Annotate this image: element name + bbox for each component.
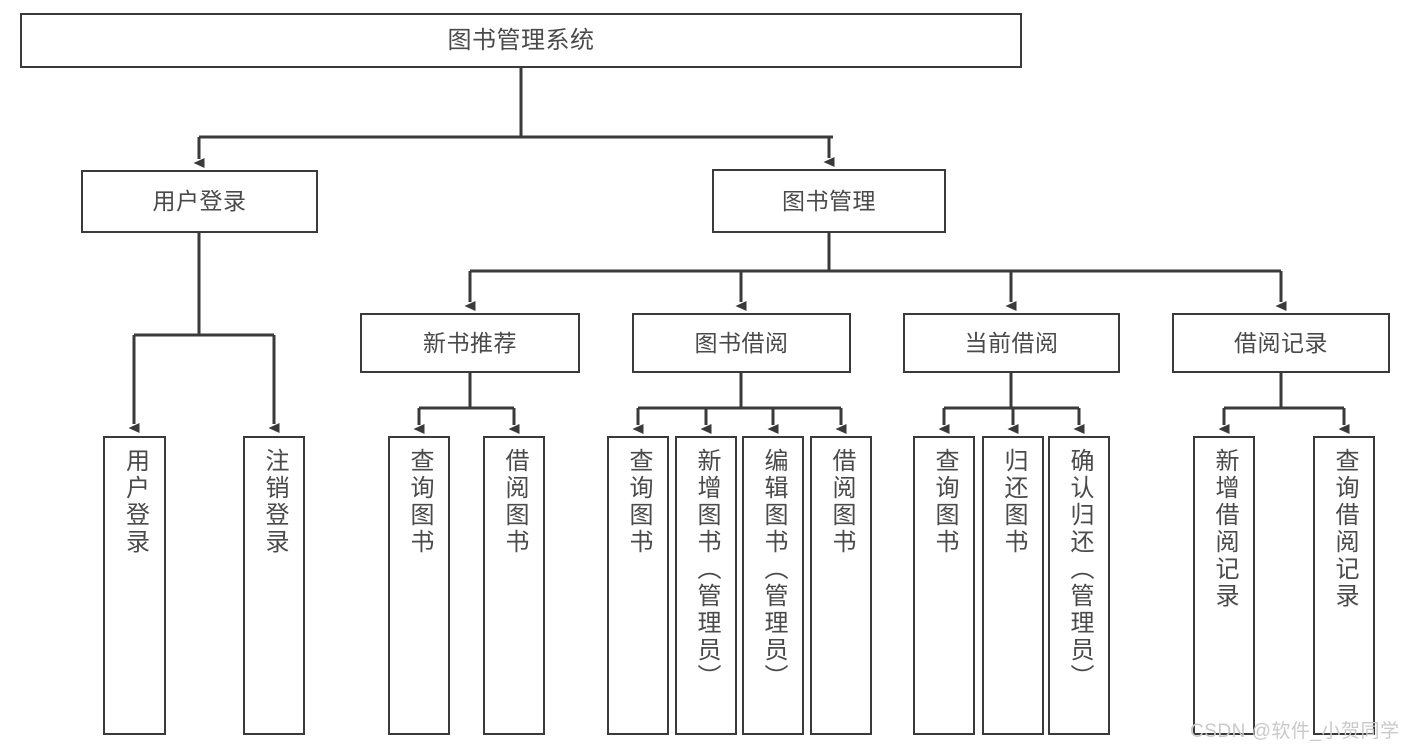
leaf-return-book[interactable]: 归还图书 — [982, 436, 1044, 735]
leaf-query-book-1[interactable]: 查询图书 — [388, 436, 450, 735]
node-borrow-record[interactable]: 借阅记录 — [1172, 313, 1390, 373]
leaf-query-record-label: 查询借阅记录 — [1331, 448, 1358, 610]
leaf-add-book[interactable]: 新增图书（管理员） — [675, 436, 737, 735]
node-book-manage[interactable]: 图书管理 — [712, 169, 946, 233]
node-new-book-recommend[interactable]: 新书推荐 — [360, 313, 580, 373]
node-user-login-label: 用户登录 — [152, 188, 247, 215]
node-book-borrow-label: 图书借阅 — [694, 329, 789, 356]
leaf-borrow-book-2[interactable]: 借阅图书 — [810, 436, 872, 735]
leaf-query-book-3[interactable]: 查询图书 — [913, 436, 975, 735]
leaf-query-book-2-label: 查询图书 — [625, 448, 652, 556]
leaf-borrow-book-2-label: 借阅图书 — [828, 448, 855, 556]
leaf-edit-book[interactable]: 编辑图书（管理员） — [742, 436, 804, 735]
node-user-login[interactable]: 用户登录 — [81, 170, 318, 233]
leaf-confirm-return-label: 确认归还（管理员） — [1066, 448, 1093, 691]
leaf-query-book-3-label: 查询图书 — [931, 448, 958, 556]
node-root-label: 图书管理系统 — [447, 26, 595, 54]
leaf-add-record-label: 新增借阅记录 — [1211, 448, 1238, 610]
leaf-add-record[interactable]: 新增借阅记录 — [1193, 436, 1255, 735]
leaf-confirm-return[interactable]: 确认归还（管理员） — [1048, 436, 1110, 735]
leaf-edit-book-label: 编辑图书（管理员） — [760, 448, 787, 691]
node-borrow-record-label: 借阅记录 — [1234, 329, 1328, 356]
leaf-query-record[interactable]: 查询借阅记录 — [1313, 436, 1375, 735]
leaf-borrow-book-1[interactable]: 借阅图书 — [483, 436, 545, 735]
leaf-borrow-book-1-label: 借阅图书 — [501, 448, 528, 556]
leaf-logout[interactable]: 注销登录 — [243, 436, 305, 735]
leaf-user-login[interactable]: 用户登录 — [103, 436, 166, 735]
leaf-query-book-1-label: 查询图书 — [406, 448, 433, 556]
leaf-query-book-2[interactable]: 查询图书 — [607, 436, 669, 735]
node-root[interactable]: 图书管理系统 — [20, 13, 1022, 68]
leaf-add-book-label: 新增图书（管理员） — [693, 448, 720, 691]
node-book-borrow[interactable]: 图书借阅 — [632, 313, 851, 373]
leaf-logout-label: 注销登录 — [261, 448, 288, 556]
node-current-borrow-label: 当前借阅 — [964, 329, 1059, 356]
node-book-manage-label: 图书管理 — [782, 187, 876, 214]
leaf-return-book-label: 归还图书 — [1000, 448, 1027, 556]
leaf-user-login-label: 用户登录 — [121, 448, 149, 556]
node-new-book-recommend-label: 新书推荐 — [423, 329, 517, 356]
node-current-borrow[interactable]: 当前借阅 — [903, 313, 1120, 373]
